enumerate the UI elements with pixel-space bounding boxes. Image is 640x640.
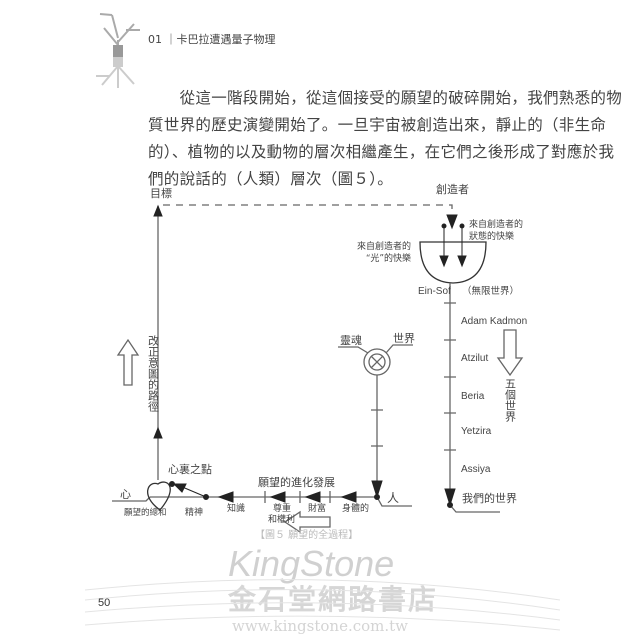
body-line: 質世界的歷史演變開始了。一旦宇宙被創造出來，靜止的（非生命 [148,116,607,134]
hollow-up-arrow-icon [116,338,140,386]
body-line: 從這一階段開始，從這個接受的願望的破碎開始，我們熟悉的物 [148,89,623,107]
dashed-connector [163,204,453,222]
figure-caption: 【圖５ 願望的全過程】 [255,530,359,541]
ein-sof-label: Ein-Sof [418,286,451,297]
chapter-header: 01 ｜卡巴拉遭遇量子物理 [148,33,276,46]
human-label: 人 [387,491,399,505]
hollow-down-arrow-icon [496,329,524,377]
goal-label: 目標 [150,186,172,200]
our-world-label: 我們的世界 [462,491,517,505]
arrowheads [153,204,467,508]
stage-spirit: 精神 [185,506,203,518]
world-assiya: Assiya [461,464,491,475]
world-label: 世界 [393,332,415,345]
stage-honor: 尊重 [273,502,291,514]
heart-icon [147,481,171,511]
body-line: 們的說話的（人類）層次（圖５）。 [148,170,394,188]
human-line [376,375,412,507]
hollow-left-arrow-icon [283,510,331,534]
heart-label: 心 [120,488,131,501]
evolution-label: 願望的進化發展 [258,475,335,489]
worlds-line [449,283,500,513]
stage-wealth: 財富 [308,502,326,514]
page-number: 50 [98,597,111,609]
soul-cross-icon [370,355,384,369]
point-in-heart-label: 心裏之點 [168,462,212,476]
pleasure-state-label: 來自創造者的 [469,218,523,230]
world-yetzira: Yetzira [461,426,492,437]
soul-label: 靈魂 [340,334,362,347]
pleasure-light-label: 來自創造者的 [357,240,411,252]
world-adam-kadmon: Adam Kadmon [461,316,527,327]
correction-path-label: 改正意圖的路徑 [147,334,160,412]
ein-sof-cn-label: （無限世界） [462,285,519,297]
pleasure-state-label: 狀態的快樂 [469,230,514,242]
watermark-url: www.kingstone.com.tw [232,617,409,635]
watermark-brand: KingStone [228,543,395,584]
stage-power: 和權利 [268,513,295,525]
pleasure-light-label: “光”的快樂 [366,252,411,264]
body-line: 的）、植物的以及動物的層次相繼產生，在它們之後形成了對應於我 [148,143,615,161]
vessel-shape [419,241,487,284]
world-beria: Beria [461,391,485,402]
five-worlds-label: 五個世界 [504,378,517,423]
creator-label: 創造者 [436,182,469,196]
stage-knowledge: 知識 [227,502,245,514]
stage-body: 身體的 [342,502,369,514]
world-atzilut: Atzilut [461,353,488,364]
sum-of-desires-label: 願望的總和 [124,507,167,518]
